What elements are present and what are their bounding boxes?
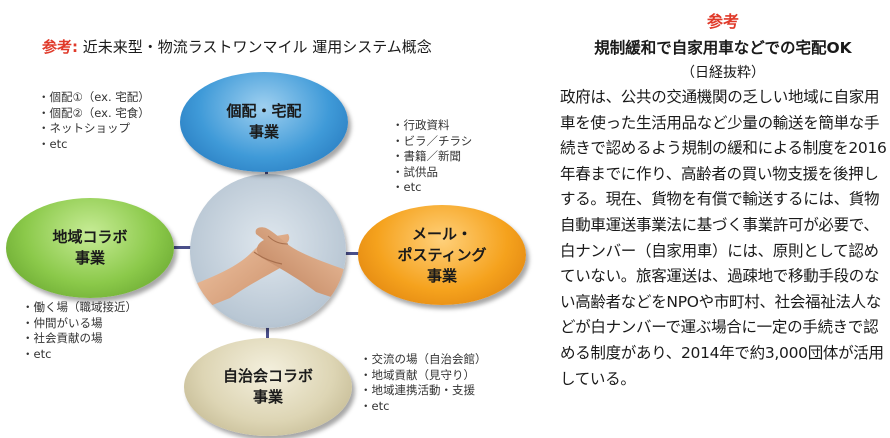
regional-items-list: 働く場（職域接近） 仲間がいる場 社会貢献の場 etc bbox=[22, 300, 138, 363]
news-excerpt-panel: 参考 規制緩和で自家用車などでの宅配OK （日経抜粋） 政府は、公共の交通機関の… bbox=[558, 8, 888, 392]
panel-reference-label: 参考 bbox=[706, 12, 739, 31]
panel-body-text: 政府は、公共の交通機関の乏しい地域に自家用車を使った生活用品など少量の輸送を簡単… bbox=[560, 88, 887, 388]
list-item: 個配①（ex. 宅配） bbox=[38, 90, 150, 106]
list-item: etc bbox=[22, 347, 137, 363]
panel-subtitle: （日経抜粋） bbox=[681, 65, 765, 81]
association-items-list: 交流の場（自治会館） 地域貢献（見守り） 地域連携活動・支援 etc bbox=[360, 352, 487, 414]
list-item: 働く場（職域接近） bbox=[22, 300, 138, 316]
door-to-door-delivery-business: 個配・宅配 事業 bbox=[180, 72, 348, 172]
oval-bottom-line2: 事業 bbox=[252, 388, 283, 406]
handshake-image bbox=[190, 174, 346, 328]
list-item: 書籍／新聞 bbox=[392, 149, 472, 165]
list-item: 個配②（ex. 宅食） bbox=[38, 106, 150, 122]
oval-bottom-line1: 自治会コラボ bbox=[222, 367, 313, 385]
oval-top-line2: 事業 bbox=[248, 123, 279, 141]
list-item: 交流の場（自治会館） bbox=[360, 352, 487, 368]
delivery-items-list: 個配①（ex. 宅配） 個配②（ex. 宅食） ネットショップ etc bbox=[38, 90, 150, 152]
list-item: etc bbox=[38, 137, 150, 153]
connector-left bbox=[174, 246, 192, 249]
oval-top-line1: 個配・宅配 bbox=[226, 102, 302, 120]
regional-collaboration-business: 地域コラボ 事業 bbox=[6, 198, 174, 298]
title-colon: : bbox=[72, 38, 79, 56]
diagram-title: 参考: 近未来型・物流ラストワンマイル 運用システム概念 bbox=[42, 36, 432, 57]
oval-right-line3: 事業 bbox=[426, 266, 457, 285]
connector-right bbox=[344, 252, 360, 255]
list-item: 地域連携活動・支援 bbox=[360, 383, 487, 399]
mail-items-list: 行政資料 ビラ／チラシ 書籍／新聞 試供品 etc bbox=[392, 118, 473, 196]
list-item: 試供品 bbox=[392, 165, 472, 181]
list-item: etc bbox=[360, 399, 487, 415]
diagram-title-text: 近未来型・物流ラストワンマイル 運用システム概念 bbox=[78, 38, 432, 56]
list-item: 社会貢献の場 bbox=[22, 331, 137, 347]
oval-left-line1: 地域コラボ bbox=[52, 228, 128, 246]
connector-bottom bbox=[266, 326, 269, 338]
list-item: ビラ／チラシ bbox=[392, 134, 473, 150]
list-item: ネットショップ bbox=[38, 121, 150, 137]
reference-label: 参考 bbox=[42, 38, 73, 56]
list-item: 地域貢献（見守り） bbox=[360, 368, 487, 384]
handshake-icon bbox=[190, 227, 346, 314]
neighborhood-association-business: 自治会コラボ 事業 bbox=[184, 338, 352, 436]
list-item: etc bbox=[392, 180, 472, 196]
oval-left-line2: 事業 bbox=[74, 249, 105, 267]
panel-title: 規制緩和で自家用車などでの宅配OK bbox=[594, 39, 852, 57]
list-item: 行政資料 bbox=[392, 118, 472, 134]
oval-right-line2: ポスティング bbox=[397, 245, 487, 264]
list-item: 仲間がいる場 bbox=[22, 316, 137, 332]
mail-posting-business: メール・ ポスティング 事業 bbox=[358, 205, 526, 305]
oval-right-line1: メール・ bbox=[411, 224, 472, 243]
